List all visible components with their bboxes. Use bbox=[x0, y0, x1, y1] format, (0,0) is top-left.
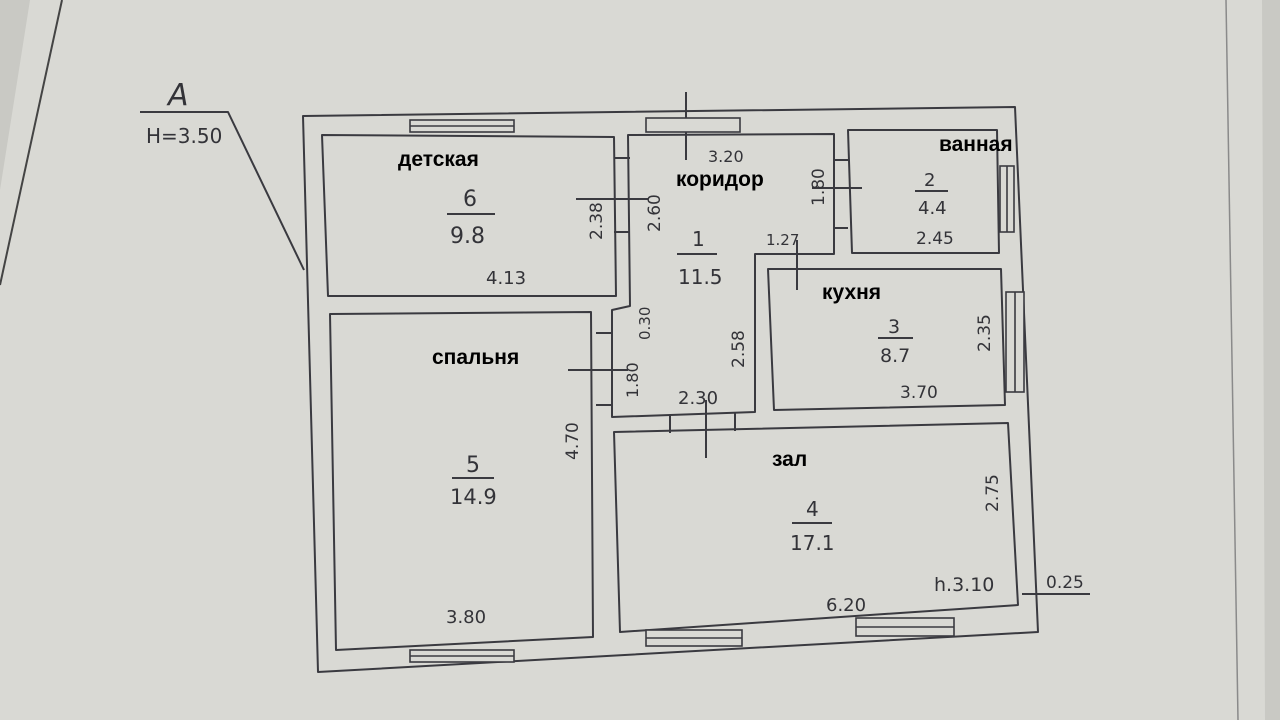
room-number-bathroom: 2 bbox=[924, 170, 935, 191]
dim-kitchen-height: 2.35 bbox=[975, 314, 995, 352]
section-marker-line bbox=[140, 111, 305, 271]
room-outline-kitchen bbox=[767, 268, 1006, 411]
dim-corridor-height-lower: 2.58 bbox=[729, 330, 749, 368]
dim-kitchen-width: 3.70 bbox=[900, 383, 938, 403]
room-number-nursery: 6 bbox=[463, 187, 477, 212]
room-outline-hall bbox=[613, 422, 1019, 633]
room-area-corridor: 11.5 bbox=[678, 265, 723, 289]
window-corridor bbox=[645, 117, 741, 133]
dim-corridor-niche: 0.30 bbox=[636, 307, 654, 340]
room-area-bedroom: 14.9 bbox=[450, 485, 497, 509]
paper-fold-left bbox=[0, 0, 63, 286]
room-name-corridor: коридор bbox=[676, 168, 764, 191]
dim-bedroom-height: 4.70 bbox=[563, 422, 583, 460]
room-outline-bathroom bbox=[847, 129, 1000, 254]
wall-thickness-label: 0.25 bbox=[1046, 573, 1084, 593]
room-outline-nursery bbox=[321, 134, 617, 297]
room-number-kitchen: 3 bbox=[888, 316, 900, 338]
dim-hall-width: 6.20 bbox=[826, 595, 866, 616]
hall-ceiling-note: h.3.10 bbox=[934, 574, 994, 596]
room-outline-bedroom bbox=[329, 311, 594, 651]
room-area-hall: 17.1 bbox=[790, 531, 835, 555]
plan-height-note: Н=3.50 bbox=[146, 124, 222, 148]
room-name-bathroom: ванная bbox=[939, 133, 1013, 156]
room-number-bedroom: 5 bbox=[466, 453, 480, 478]
dim-corridor-height-upper: 2.60 bbox=[645, 194, 665, 232]
room-number-hall: 4 bbox=[806, 497, 819, 521]
dim-hall-height: 2.75 bbox=[983, 474, 1003, 512]
dim-corridor-door-bedroom: 1.80 bbox=[623, 362, 642, 398]
dim-corridor-kitchen-door: 1.27 bbox=[766, 231, 799, 249]
room-outline-corridor bbox=[611, 133, 835, 418]
dim-nursery-height: 2.38 bbox=[587, 202, 607, 240]
room-name-hall: зал bbox=[772, 448, 807, 471]
paper-margin-right bbox=[1225, 0, 1239, 720]
plan-letter: А bbox=[166, 78, 189, 113]
dim-corridor-width-top: 3.20 bbox=[708, 147, 744, 166]
outer-wall bbox=[302, 106, 1039, 673]
room-area-kitchen: 8.7 bbox=[880, 345, 910, 367]
room-area-nursery: 9.8 bbox=[450, 224, 485, 249]
dim-nursery-width: 4.13 bbox=[486, 268, 526, 289]
dim-corridor-width-bottom: 2.30 bbox=[678, 388, 718, 409]
room-name-kitchen: кухня bbox=[822, 281, 881, 304]
room-name-nursery: детская bbox=[398, 148, 479, 171]
dim-bathroom-height: 1.80 bbox=[809, 168, 829, 206]
dim-bedroom-width: 3.80 bbox=[446, 607, 486, 628]
room-number-corridor: 1 bbox=[692, 227, 705, 251]
dim-bathroom-width: 2.45 bbox=[916, 229, 954, 249]
room-name-bedroom: спальня bbox=[432, 346, 519, 369]
room-area-bathroom: 4.4 bbox=[918, 198, 947, 219]
